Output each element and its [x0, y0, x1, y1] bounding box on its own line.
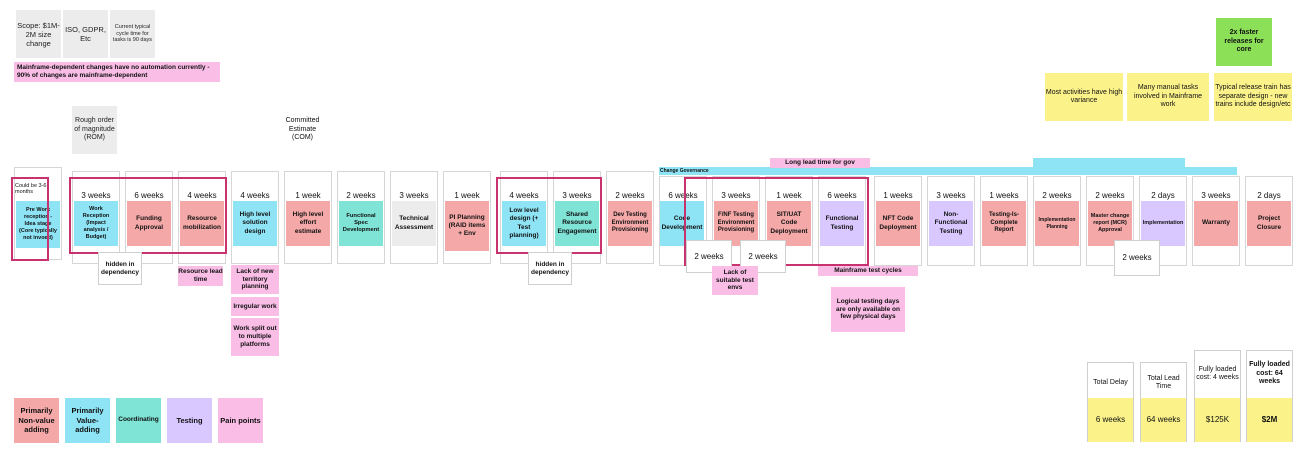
step-20-duration: 2 weeks — [1042, 191, 1072, 200]
step-pi-planning: PI Planning (RAID items + Env — [445, 201, 489, 251]
step-2-duration: 3 weeks — [81, 191, 111, 200]
step-3-duration: 6 weeks — [134, 191, 164, 200]
highlight-frame-design — [496, 177, 602, 254]
step-1-duration: Could be 3-6 months — [15, 183, 47, 195]
mainframe-note: Mainframe-dependent changes have no auto… — [14, 62, 220, 82]
step-low-level-design: Low level design (+ Test planning) — [502, 201, 546, 246]
legend-pain-points: Pain points — [218, 398, 263, 443]
summary-value-cost-4: $125K — [1195, 398, 1240, 442]
highlight-frame-prework — [11, 177, 49, 261]
com-note: Committed Estimate (COM) — [280, 106, 325, 154]
step-work-reception: Work Reception (Impact analysis / Budget… — [74, 201, 118, 246]
lack-territory-note: Lack of new territory planning — [231, 265, 279, 294]
step-18-duration: 3 weeks — [936, 191, 966, 200]
rom-note: Rough order of magnitude (ROM) — [72, 106, 117, 154]
step-dev-env-provisioning: Dev Testing Environment Provisioning — [608, 201, 652, 246]
summary-label-cost-4: Fully loaded cost: 4 weeks — [1196, 365, 1239, 381]
step-12-duration: 2 weeks — [615, 191, 645, 200]
step-shared-resource: Shared Resource Engagement — [555, 201, 599, 246]
step-14-duration: 3 weeks — [721, 191, 751, 200]
hidden-dependency-note-1: hidden in dependency — [98, 252, 142, 285]
step-10-duration: 4 weeks — [509, 191, 539, 200]
step-15-duration: 1 week — [776, 191, 802, 200]
step-implementation-planning: Implementation Planning — [1035, 201, 1079, 246]
step-17-duration: 1 weeks — [883, 191, 913, 200]
governance-bar — [659, 167, 1237, 175]
step-4-duration: 4 weeks — [187, 191, 217, 200]
resource-lead-time-note: Resource lead time — [178, 266, 223, 286]
hidden-dependency-note-2: hidden in dependency — [528, 252, 572, 285]
step-project-closure: Project Closure — [1247, 201, 1291, 246]
long-lead-time-note: Long lead time for gov — [770, 158, 870, 168]
step-mcr-approval: Master change report (MCR) Approval — [1088, 201, 1132, 246]
step-23-duration: 3 weeks — [1201, 191, 1231, 200]
step-resource-mobilization: Resource mobilization — [180, 201, 224, 246]
summary-value-total-delay: 6 weeks — [1088, 398, 1133, 442]
step-high-level-design: High level solution design — [233, 201, 277, 246]
summary-label-cost-64: Fully loaded cost: 64 weeks — [1249, 361, 1290, 386]
step-pre-work: Pre Work reception - Idea stage (Core ty… — [16, 201, 60, 248]
summary-value-lead-time: 64 weeks — [1141, 398, 1186, 442]
mainframe-test-cycles-note: Mainframe test cycles — [818, 266, 918, 276]
step-13-duration: 6 weeks — [668, 191, 698, 200]
legend-coordinating: Coordinating — [116, 398, 161, 443]
step-5-duration: 4 weeks — [240, 191, 270, 200]
step-technical-assessment: Technical Assessment — [392, 201, 436, 246]
logical-testing-days-note: Logical testing days are only available … — [831, 287, 905, 332]
step-testing-complete-report: Testing-Is-Complete Report — [982, 201, 1026, 246]
summary-label-lead-time: Total Lead Time — [1147, 374, 1180, 390]
step-6-duration: 1 week — [295, 191, 321, 200]
step-functional-testing: Functional Testing — [820, 201, 864, 246]
step-sit-uat-deployment: SIT/UAT Code Deployment — [767, 201, 811, 246]
cycle-time-note: Current typical cycle time for tasks is … — [110, 10, 155, 58]
step-8-duration: 3 weeks — [399, 191, 429, 200]
summary-value-cost-64: $2M — [1247, 398, 1292, 442]
compliance-note: ISO, GDPR, Etc — [63, 10, 108, 58]
step-warranty: Warranty — [1194, 201, 1238, 246]
lack-test-envs-note: Lack of suitable test envs — [712, 266, 758, 295]
legend-value-adding: Primarily Value-adding — [65, 398, 110, 443]
variance-note: Most activities have high variance — [1045, 73, 1123, 121]
highlight-frame-reception — [69, 177, 227, 254]
step-22-duration: 2 days — [1151, 191, 1175, 200]
step-funding-approval: Funding Approval — [127, 201, 171, 246]
summary-label-total-delay: Total Delay — [1093, 378, 1128, 386]
step-non-functional-testing: Non-Functional Testing — [929, 201, 973, 246]
step-24-duration: 2 days — [1257, 191, 1281, 200]
irregular-work-note: Irregular work — [231, 297, 279, 316]
legend-testing: Testing — [167, 398, 212, 443]
goal-note: 2x faster releases for core — [1216, 18, 1272, 66]
manual-tasks-note: Many manual tasks involved in Mainframe … — [1127, 73, 1209, 121]
step-implementation: Implementation — [1141, 201, 1185, 246]
legend-non-value: Primarily Non-value adding — [14, 398, 59, 443]
step-11-duration: 3 weeks — [562, 191, 592, 200]
step-fnf-env-provisioning: F/NF Testing Environment Provisioning — [714, 201, 758, 246]
step-effort-estimate: High level effort estimate — [286, 201, 330, 246]
step-code-development: Code Development — [660, 201, 704, 246]
step-nft-deployment: NFT Code Deployment — [876, 201, 920, 246]
work-split-note: Work split out to multiple platforms — [231, 318, 279, 356]
step-7-duration: 2 weeks — [346, 191, 376, 200]
step-16-duration: 6 weeks — [827, 191, 857, 200]
step-functional-spec: Functional Spec Development — [339, 201, 383, 246]
step-9-duration: 1 week — [454, 191, 480, 200]
governance-extension-bar — [1033, 158, 1185, 171]
scope-note: Scope: $1M-2M size change — [16, 10, 61, 58]
step-21-duration: 2 weeks — [1095, 191, 1125, 200]
two-weeks-note-c: 2 weeks — [1114, 240, 1160, 276]
step-19-duration: 1 weeks — [989, 191, 1019, 200]
release-train-note: Typical release train has separate desig… — [1214, 73, 1292, 121]
change-governance-label: Change Governance — [660, 168, 709, 174]
